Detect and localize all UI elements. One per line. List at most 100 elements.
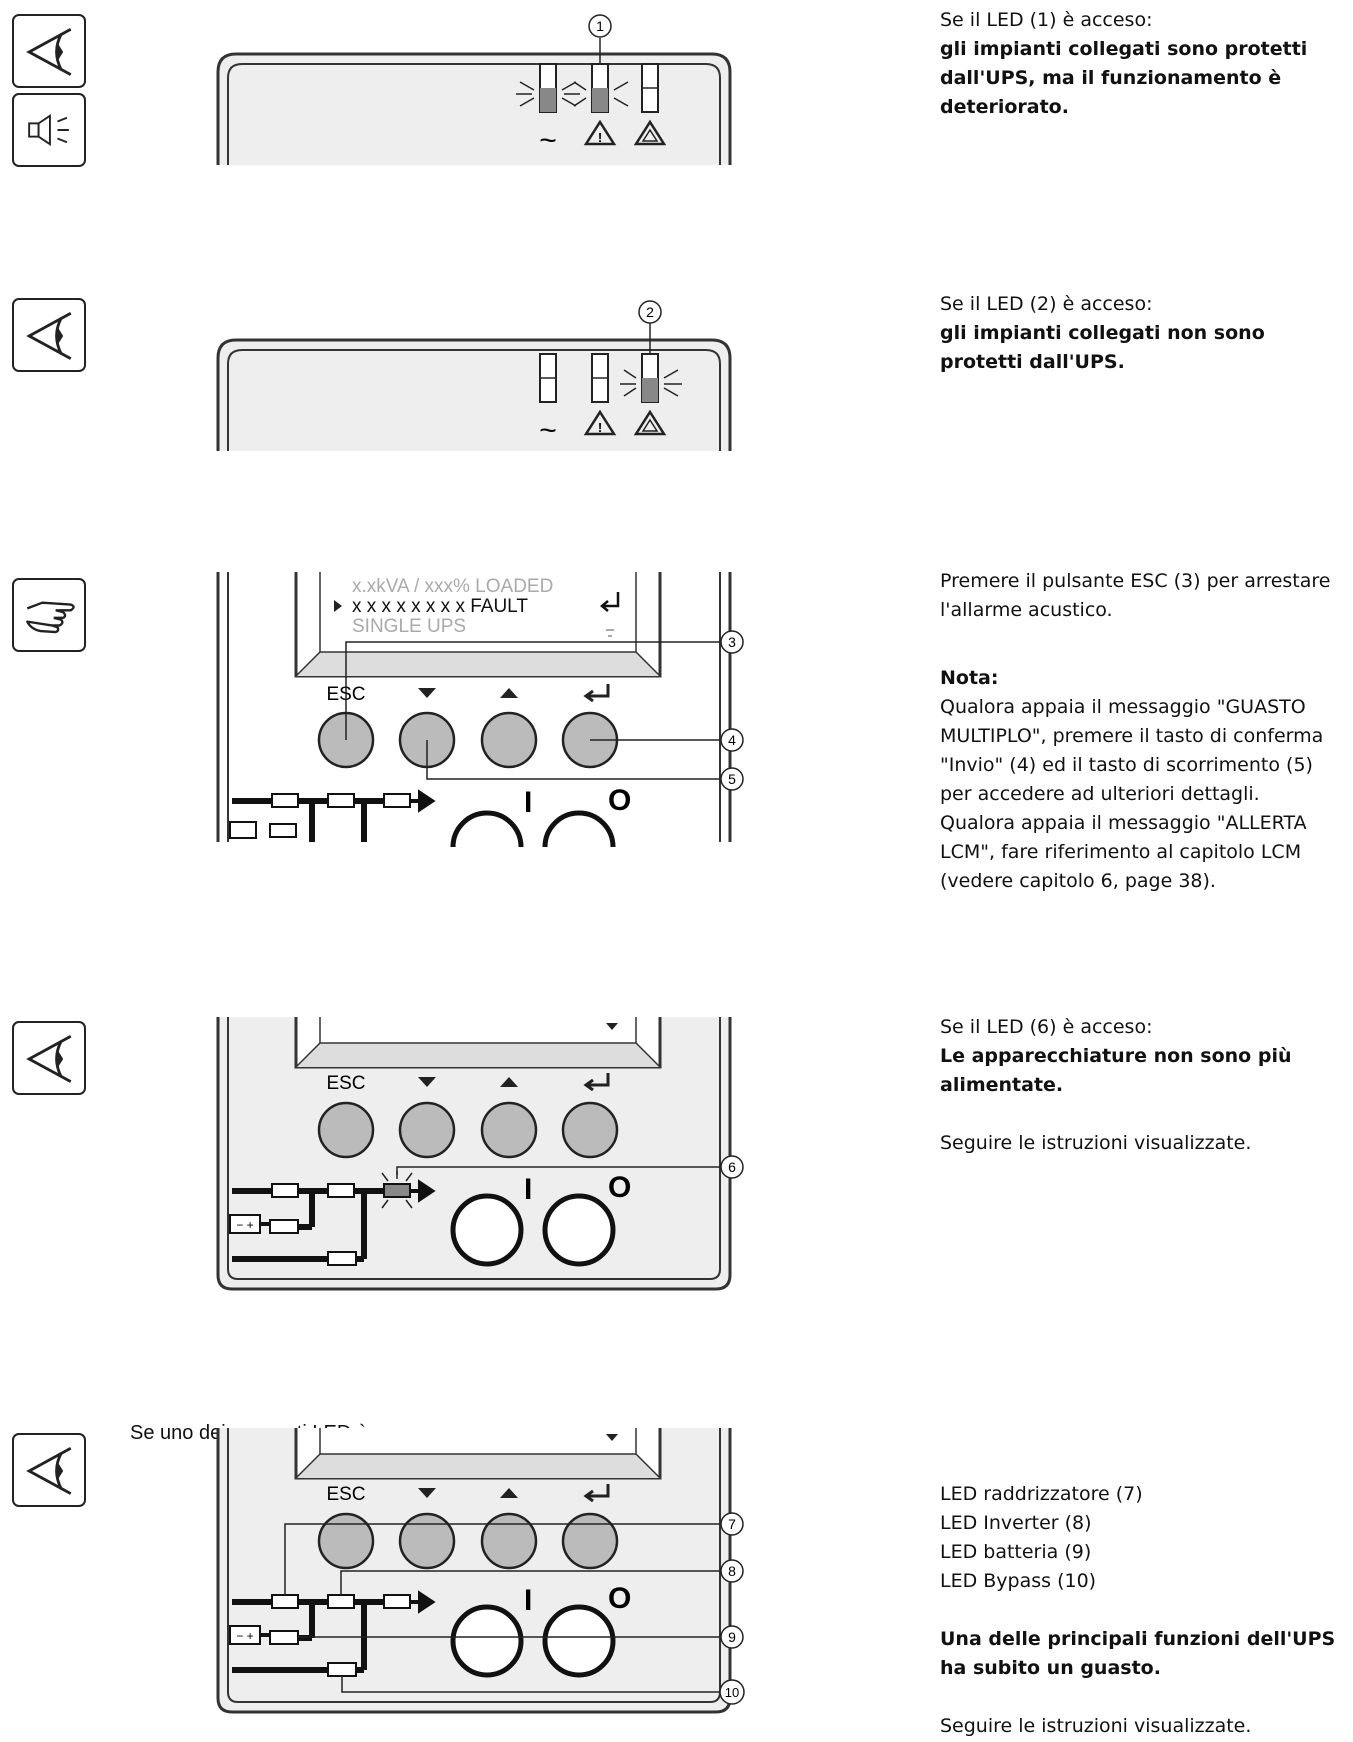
scroll-down-button[interactable]: [398, 1512, 456, 1570]
esc-label: ESC: [326, 1484, 365, 1505]
callout-label: 4: [728, 732, 736, 748]
speaker-icon: [12, 93, 86, 167]
svg-text:− +: − +: [236, 1218, 253, 1232]
scroll-up-button[interactable]: [480, 1512, 538, 1570]
enter-button[interactable]: [561, 1101, 619, 1159]
arrow-down-icon: [418, 1488, 436, 1498]
text-line: Qualora appaia il messaggio "GUASTO MULT…: [940, 696, 1324, 805]
callout-marker: [638, 300, 662, 324]
esc-label: ESC: [326, 1073, 365, 1094]
callout-marker: [720, 767, 744, 791]
callout-marker: [588, 14, 612, 38]
scroll-down-button[interactable]: [398, 1101, 456, 1159]
callout-label: 6: [728, 1159, 736, 1175]
led-mains: [516, 63, 580, 113]
text-line: Una delle principali funzioni dell'UPS h…: [940, 1628, 1336, 1679]
callout-marker: [720, 1155, 744, 1179]
text-line: Seguire le istruzioni visualizzate.: [940, 1715, 1252, 1737]
callout-label: 9: [728, 1629, 736, 1645]
led-mains: [539, 353, 557, 403]
led-panel-figure-2: ~ ! 2: [216, 300, 732, 451]
off-label: O: [608, 1171, 631, 1204]
callout-marker: [720, 728, 744, 752]
enter-arrow-icon: [583, 1073, 610, 1092]
text-line: Premere il pulsante ESC (3) per arrestar…: [940, 570, 1331, 621]
scroll-down-hint-icon: [606, 1434, 618, 1441]
scroll-up-button[interactable]: [480, 1101, 538, 1159]
esc-button[interactable]: [317, 1101, 375, 1159]
on-button[interactable]: [450, 1193, 524, 1267]
text-line: Le apparecchiature non sono più alimenta…: [940, 1045, 1292, 1096]
text-line: Se il LED (1) è acceso:: [940, 9, 1153, 31]
text-line: LED Inverter (8): [940, 1512, 1092, 1534]
text-line: Se il LED (6) è acceso:: [940, 1016, 1153, 1038]
on-label: I: [524, 1584, 532, 1617]
off-button[interactable]: [542, 1604, 616, 1678]
on-button[interactable]: [450, 1604, 524, 1678]
callout-label: 3: [728, 634, 736, 650]
text-line: LED raddrizzatore (7): [940, 1483, 1143, 1505]
warning-triangle-icon: !: [583, 409, 617, 436]
led-panel-figure-1: ~ ! 1: [216, 14, 732, 165]
cursor-arrow-icon: [334, 600, 342, 612]
on-label: I: [524, 786, 532, 819]
led-alarm: [641, 63, 659, 113]
lcd-line-2: x x x x x x x x FAULT: [352, 596, 528, 617]
text-line: Qualora appaia il messaggio "ALLERTA LCM…: [940, 812, 1307, 892]
enter-arrow-icon: [583, 684, 610, 703]
alarm-triangle-icon: [633, 409, 667, 436]
scroll-up-button[interactable]: [480, 711, 538, 769]
text-line: LED batteria (9): [940, 1541, 1092, 1563]
svg-text:!: !: [598, 130, 602, 145]
text-line: [940, 1596, 1350, 1625]
callout-label: 2: [646, 304, 654, 320]
led-warning: [573, 63, 629, 113]
callout-marker: [719, 1679, 745, 1705]
sine-symbol: ~: [539, 414, 557, 447]
on-label: I: [524, 1173, 532, 1206]
callout-marker: [720, 630, 744, 654]
arrow-up-icon: [500, 1488, 518, 1498]
off-label: O: [608, 784, 631, 817]
arrow-down-icon: [418, 1077, 436, 1087]
callout-label: 1: [596, 18, 604, 34]
section-1-text: Se il LED (1) è acceso: gli impianti col…: [940, 6, 1350, 122]
enter-arrow-icon: [600, 592, 620, 612]
on-button[interactable]: [450, 810, 524, 848]
led-load: [383, 1183, 411, 1198]
text-line: [940, 625, 1350, 654]
off-label: O: [608, 1582, 631, 1615]
esc-button[interactable]: [317, 1512, 375, 1570]
led-battery: [269, 1630, 299, 1645]
callout-marker: [720, 1512, 744, 1536]
off-button[interactable]: [542, 810, 616, 848]
scroll-down-hint-icon: [606, 1023, 618, 1030]
svg-text:− +: − +: [236, 1629, 253, 1643]
control-panel-figure-5: ESC − + I O 7 8 9 10: [216, 1428, 745, 1714]
led-alarm: [620, 353, 682, 403]
text-line: Seguire le istruzioni visualizzate.: [940, 1132, 1252, 1154]
text-line: [940, 1683, 1350, 1712]
text-line: LED Bypass (10): [940, 1570, 1097, 1592]
arrow-up-icon: [500, 688, 518, 698]
enter-button[interactable]: [561, 1512, 619, 1570]
text-line: [940, 1100, 1350, 1129]
led-bypass: [327, 1662, 357, 1677]
mimic-diagram: − +: [229, 1590, 436, 1677]
callout-marker: [720, 1559, 744, 1583]
led-rectifier: [271, 1594, 299, 1609]
arrow-down-icon: [418, 688, 436, 698]
callout-label: 8: [728, 1563, 736, 1579]
eye-icon: [12, 1021, 86, 1095]
text-line: gli impianti collegati non sono protetti…: [940, 322, 1265, 373]
eye-icon: [12, 1433, 86, 1507]
svg-text:!: !: [598, 420, 602, 435]
callout-label: 5: [728, 771, 736, 787]
led-inverter: [327, 1594, 355, 1609]
off-button[interactable]: [542, 1193, 616, 1267]
alarm-triangle-icon: [633, 119, 667, 146]
arrow-up-icon: [500, 1077, 518, 1087]
mimic-diagram: − +: [229, 1171, 436, 1266]
callout-label: 10: [725, 1685, 739, 1700]
callout-marker: [720, 1625, 744, 1649]
